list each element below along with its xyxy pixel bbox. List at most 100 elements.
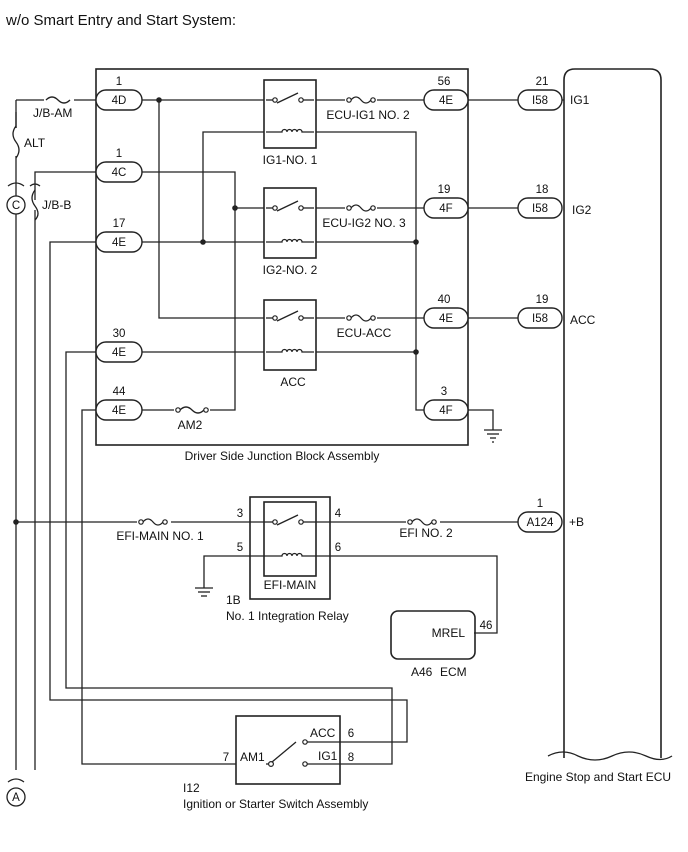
svg-text:ALT: ALT: [24, 136, 46, 150]
svg-text:17: 17: [113, 218, 126, 230]
svg-text:I58: I58: [532, 203, 548, 215]
right-connector: 4E 56: [423, 76, 469, 111]
svg-text:4: 4: [335, 508, 342, 520]
svg-text:4F: 4F: [439, 203, 452, 215]
svg-text:J/B-AM: J/B-AM: [33, 106, 72, 120]
wire-ig1-coil-left: [202, 131, 264, 242]
svg-text:IG2-NO. 2: IG2-NO. 2: [263, 263, 318, 277]
svg-text:6: 6: [348, 728, 354, 740]
svg-text:C: C: [12, 200, 20, 212]
svg-text:A124: A124: [527, 517, 554, 529]
svg-text:30: 30: [113, 328, 126, 340]
svg-text:1: 1: [537, 498, 543, 510]
relay-ig1-no1: IG1-NO. 1: [263, 79, 318, 167]
right-connector: 4F 3: [423, 386, 469, 421]
svg-text:21: 21: [536, 76, 549, 88]
svg-text:MREL: MREL: [432, 626, 466, 640]
svg-text:1: 1: [116, 76, 122, 88]
wire-17-acc-switch: [49, 241, 408, 743]
wire-4d-acc: [158, 100, 264, 319]
ecu-terminal-plus-b: A124 1 +B: [517, 498, 584, 533]
ecu-terminal-ig2: I58 18 IG2: [517, 184, 592, 219]
svg-text:EFI-MAIN: EFI-MAIN: [264, 578, 317, 592]
svg-text:6: 6: [335, 542, 341, 554]
svg-text:+B: +B: [569, 515, 584, 529]
svg-text:3: 3: [441, 386, 447, 398]
wire-44-am1: [81, 409, 236, 765]
diagram-title: w/o Smart Entry and Start System:: [5, 12, 236, 29]
svg-text:A46: A46: [411, 665, 433, 679]
junction-dot: [413, 239, 419, 245]
junction-block-box: [95, 68, 469, 446]
svg-text:7: 7: [223, 752, 229, 764]
left-connector: 4E 30: [95, 328, 143, 363]
ecu-break-line: [547, 751, 673, 761]
relay-acc: ACC: [263, 299, 317, 389]
svg-text:ECM: ECM: [440, 665, 467, 679]
svg-text:4E: 4E: [439, 95, 453, 107]
junction-dot: [13, 519, 19, 525]
fuse-am2: AM2: [174, 404, 210, 432]
wire-efi-coil-mrel: [316, 555, 498, 634]
svg-text:46: 46: [480, 620, 493, 632]
left-connector: 4E 44: [95, 386, 143, 421]
svg-text:No. 1 Integration Relay: No. 1 Integration Relay: [226, 609, 349, 623]
relay-ig2-no2: IG2-NO. 2: [263, 187, 318, 277]
svg-text:I58: I58: [532, 95, 548, 107]
svg-text:EFI-MAIN NO. 1: EFI-MAIN NO. 1: [116, 529, 204, 543]
fuse-alt: ALT: [10, 125, 46, 159]
svg-text:I12: I12: [183, 781, 200, 795]
ground-ref-a: A: [6, 778, 26, 807]
svg-text:IG1: IG1: [570, 93, 590, 107]
svg-text:4D: 4D: [112, 95, 127, 107]
svg-text:4C: 4C: [112, 167, 127, 179]
integration-relay: EFI-MAIN 3 4 5 6 1B No. 1 Integration Re…: [226, 496, 349, 623]
svg-text:4E: 4E: [112, 237, 126, 249]
ecm-block: MREL 46 A46 ECM: [390, 610, 493, 679]
left-connector: 4C 1: [95, 148, 143, 183]
svg-text:19: 19: [536, 294, 549, 306]
fuse-efi-main-no1: EFI-MAIN NO. 1: [116, 516, 204, 543]
svg-text:56: 56: [438, 76, 451, 88]
fuse-ecu-ig1-no2: ECU-IG1 NO. 2: [326, 94, 410, 122]
ecu-label: Engine Stop and Start ECU: [525, 770, 671, 784]
junction-dot: [413, 349, 419, 355]
ground-ref-c: C: [6, 182, 41, 215]
svg-text:5: 5: [237, 542, 243, 554]
svg-text:8: 8: [348, 752, 354, 764]
svg-text:ACC: ACC: [310, 726, 336, 740]
ground-symbol: [195, 587, 213, 597]
svg-text:4F: 4F: [439, 405, 452, 417]
svg-text:1B: 1B: [226, 593, 241, 607]
svg-text:ECU-IG1 NO. 2: ECU-IG1 NO. 2: [326, 108, 410, 122]
junction-dot: [232, 205, 238, 211]
svg-text:4E: 4E: [439, 313, 453, 325]
svg-text:19: 19: [438, 184, 451, 196]
svg-text:A: A: [12, 792, 20, 804]
svg-text:EFI NO. 2: EFI NO. 2: [399, 526, 453, 540]
ecu-terminal-acc: I58 19 ACC: [517, 294, 596, 329]
svg-text:ACC: ACC: [570, 313, 596, 327]
svg-text:AM1: AM1: [240, 750, 265, 764]
svg-text:IG2: IG2: [572, 203, 592, 217]
wire-4c-jbb: [34, 171, 96, 200]
svg-text:40: 40: [438, 294, 451, 306]
left-connector: 4E 17: [95, 218, 143, 253]
wire-efi-coil-ground: [203, 555, 264, 588]
svg-text:3: 3: [237, 508, 243, 520]
ground-symbol: [484, 429, 502, 443]
svg-text:J/B-B: J/B-B: [42, 198, 71, 212]
fuse-jb-am: J/B-AM: [33, 94, 74, 120]
right-connector: 4E 40: [423, 294, 469, 329]
junction-dot: [156, 97, 162, 103]
svg-text:AM2: AM2: [178, 418, 203, 432]
svg-text:ACC: ACC: [280, 375, 306, 389]
wire-coil-ground-bus: [316, 131, 424, 411]
svg-text:I58: I58: [532, 313, 548, 325]
left-connector: 4D 1: [95, 76, 143, 111]
svg-text:4E: 4E: [112, 347, 126, 359]
svg-text:ECU-ACC: ECU-ACC: [337, 326, 392, 340]
svg-text:ECU-IG2 NO. 3: ECU-IG2 NO. 3: [322, 216, 406, 230]
svg-text:1: 1: [116, 148, 122, 160]
fuse-ecu-acc: ECU-ACC: [337, 312, 392, 340]
